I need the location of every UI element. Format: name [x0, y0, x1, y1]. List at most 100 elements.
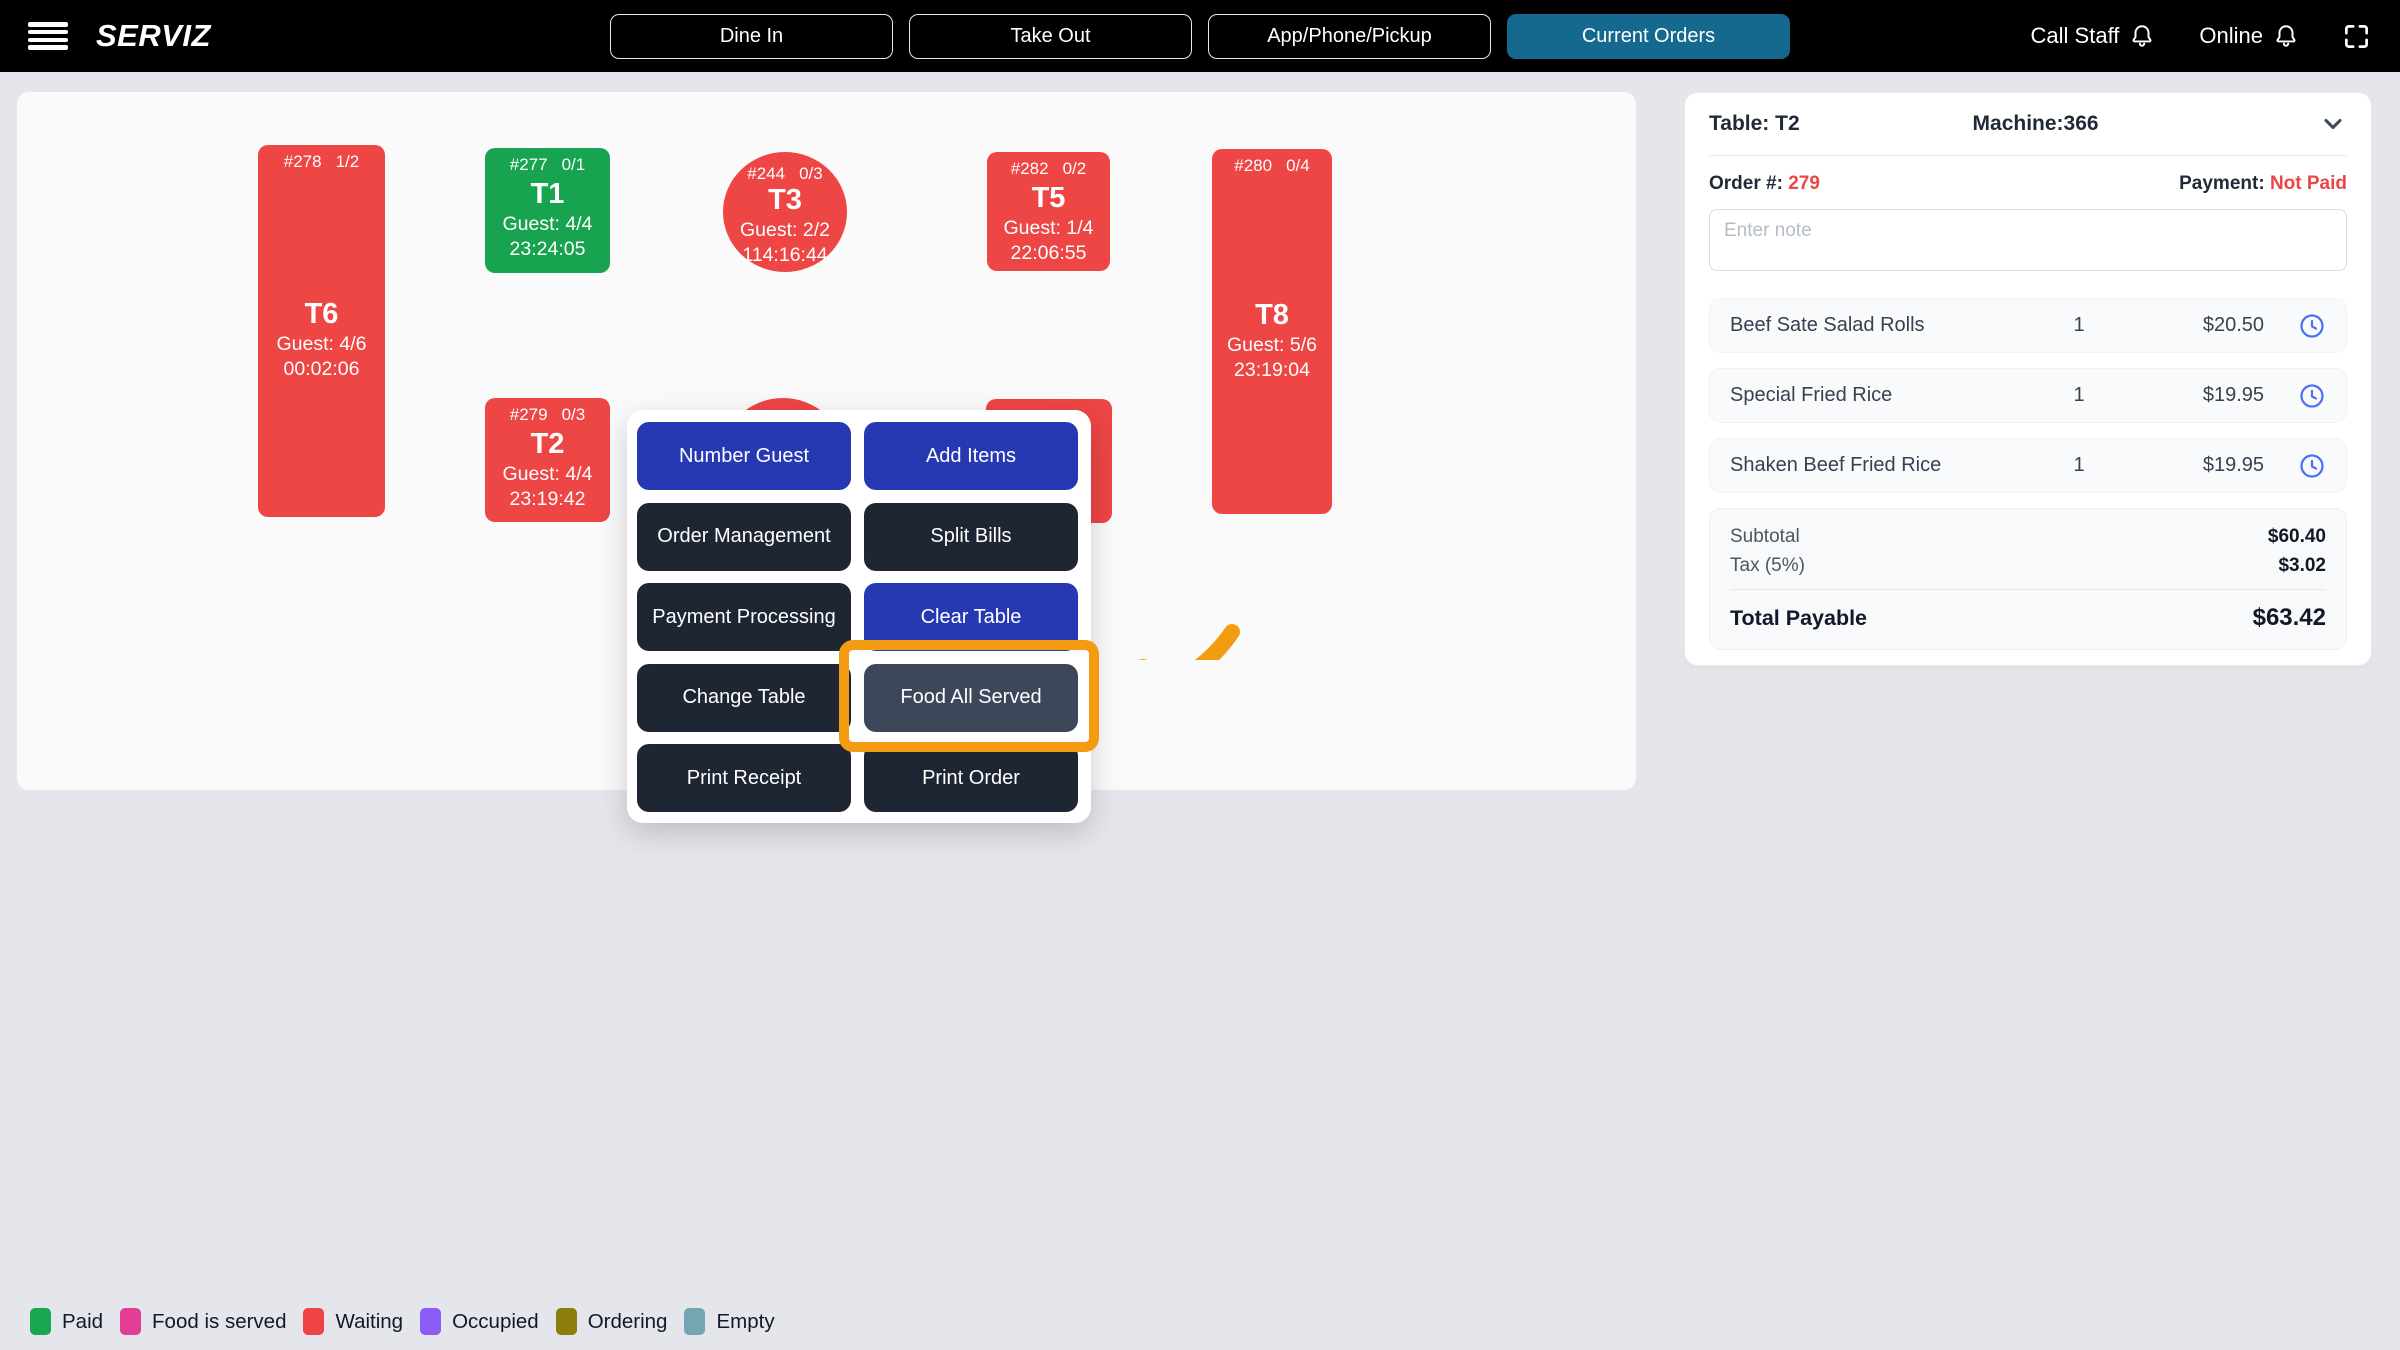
empty-swatch — [684, 1308, 706, 1335]
number-guest-button[interactable]: Number Guest — [637, 422, 851, 490]
table-name: T6 — [304, 298, 339, 331]
order-type-tabs: Dine In Take Out App/Phone/Pickup Curren… — [610, 13, 1790, 59]
fullscreen-icon[interactable] — [2343, 23, 2370, 50]
item-qty: 1 — [2073, 384, 2085, 406]
subtotal-label: Subtotal — [1730, 526, 1800, 547]
bell-icon — [2129, 23, 2155, 49]
print-order-button[interactable]: Print Order — [864, 744, 1078, 812]
call-staff-button[interactable]: Call Staff — [2031, 23, 2156, 49]
item-qty: 1 — [2073, 314, 2085, 336]
item-price: $20.50 — [2202, 314, 2264, 336]
legend-item-empty: Empty — [684, 1308, 775, 1335]
clock-icon[interactable] — [2298, 312, 2326, 340]
tab-current-orders[interactable]: Current Orders — [1507, 13, 1790, 59]
clear-table-button[interactable]: Clear Table — [864, 583, 1078, 651]
table-name: T3 — [768, 184, 802, 216]
print-receipt-button[interactable]: Print Receipt — [637, 744, 851, 812]
table-actions-popup: Number Guest Add Items Order Management … — [627, 410, 1091, 823]
tab-take-out[interactable]: Take Out — [909, 13, 1192, 59]
order-items-list: Beef Sate Salad Rolls 1 $20.50 Special F… — [1709, 298, 2347, 493]
payment-status: Payment: Not Paid — [2179, 173, 2347, 194]
split-bills-button[interactable]: Split Bills — [864, 502, 1078, 571]
order-item-row: Shaken Beef Fried Rice 1 $19.95 — [1709, 438, 2347, 493]
table-timer: 00:02:06 — [283, 358, 360, 381]
total-payable-value: $63.42 — [2252, 604, 2326, 631]
add-items-button[interactable]: Add Items — [864, 422, 1078, 490]
table-timer: 22:06:55 — [1010, 242, 1087, 264]
item-price: $19.95 — [2202, 454, 2264, 476]
food-all-served-button[interactable]: Food All Served — [864, 663, 1078, 732]
item-name: Special Fried Rice — [1730, 384, 1893, 406]
order-item-row: Beef Sate Salad Rolls 1 $20.50 — [1709, 298, 2347, 353]
notification-bell-icon — [2273, 23, 2299, 49]
table-guest-count: Guest: 5/6 — [1227, 333, 1317, 356]
legend-item-occupied: Occupied — [420, 1308, 539, 1335]
online-status[interactable]: Online — [2199, 23, 2299, 49]
table-timer: 23:19:04 — [1234, 358, 1310, 381]
occupied-swatch — [420, 1308, 442, 1335]
call-staff-label: Call Staff — [2030, 23, 2120, 48]
order-number: Order #: 279 — [1709, 173, 1820, 194]
machine-label: Machine:366 — [1972, 112, 2099, 135]
waiting-swatch — [303, 1308, 325, 1335]
legend-item-waiting: Waiting — [303, 1308, 403, 1335]
table-guest-count: Guest: 4/4 — [502, 213, 593, 235]
tab-app-phone-pickup[interactable]: App/Phone/Pickup — [1208, 13, 1491, 59]
table-name: T8 — [1255, 298, 1289, 331]
chevron-down-icon[interactable] — [2319, 110, 2347, 138]
clock-icon[interactable] — [2298, 452, 2326, 480]
table-label: Table: T2 — [1709, 112, 1800, 135]
food-served-swatch — [120, 1308, 142, 1335]
note-input[interactable] — [1709, 209, 2347, 271]
item-name: Beef Sate Salad Rolls — [1730, 314, 1925, 336]
order-management-button[interactable]: Order Management — [637, 502, 851, 571]
item-name: Shaken Beef Fried Rice — [1730, 454, 1942, 476]
subtotal-value: $60.40 — [2267, 526, 2326, 547]
brand-logo: SERVIZ — [96, 18, 211, 53]
payment-processing-button[interactable]: Payment Processing — [637, 583, 851, 651]
clock-icon[interactable] — [2298, 382, 2326, 410]
change-table-button[interactable]: Change Table — [637, 663, 851, 732]
status-legend: Paid Food is served Waiting Occupied Ord… — [30, 1308, 775, 1335]
order-detail-panel: Table: T2 Machine:366 Order #: 279 Payme… — [1684, 92, 2372, 666]
legend-item-ordering: Ordering — [555, 1308, 667, 1335]
top-bar: SERVIZ Dine In Take Out App/Phone/Pickup… — [0, 0, 2400, 72]
order-totals: Subtotal $60.40 Tax (5%) $3.02 Total Pay… — [1709, 508, 2347, 650]
ordering-swatch — [555, 1308, 577, 1335]
item-price: $19.95 — [2202, 384, 2264, 406]
tax-label: Tax (5%) — [1730, 555, 1805, 576]
table-timer: 114:16:44 — [742, 244, 828, 266]
table-guest-count: Guest: 4/4 — [502, 463, 593, 485]
paid-swatch — [30, 1308, 51, 1335]
table-timer: 23:19:42 — [509, 488, 586, 510]
total-payable-label: Total Payable — [1730, 605, 1868, 630]
menu-icon[interactable] — [28, 22, 68, 50]
tab-dine-in[interactable]: Dine In — [610, 13, 893, 59]
table-guest-count: Guest: 4/6 — [276, 333, 367, 356]
table-guest-count: Guest: 2/2 — [740, 219, 830, 241]
order-item-row: Special Fried Rice 1 $19.95 — [1709, 368, 2347, 423]
tax-value: $3.02 — [2278, 555, 2326, 576]
table-name: T5 — [1031, 182, 1066, 214]
table-name: T1 — [530, 178, 565, 210]
table-timer: 23:24:05 — [509, 238, 586, 260]
legend-item-food-is-served: Food is served — [120, 1308, 286, 1335]
table-name: T2 — [530, 428, 565, 460]
legend-item-paid: Paid — [30, 1308, 103, 1335]
item-qty: 1 — [2073, 454, 2085, 476]
table-guest-count: Guest: 1/4 — [1003, 217, 1094, 239]
online-label: Online — [2199, 23, 2263, 48]
